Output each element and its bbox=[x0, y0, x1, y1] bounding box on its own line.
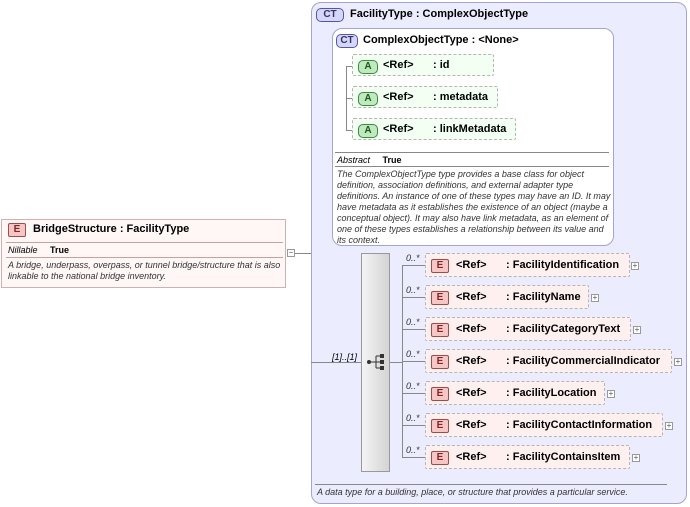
connector bbox=[390, 362, 402, 363]
attribute-badge: A bbox=[358, 92, 378, 106]
sequence-icon bbox=[367, 354, 384, 370]
expand-toggle[interactable]: + bbox=[665, 421, 673, 430]
element-ref: <Ref> bbox=[456, 355, 487, 367]
element-name: : FacilityCommercialIndicator bbox=[506, 355, 661, 367]
child-element-facility-category-text[interactable]: E <Ref> : FacilityCategoryText bbox=[425, 317, 631, 341]
child-element-facility-commercial-indicator[interactable]: E <Ref> : FacilityCommercialIndicator bbox=[425, 349, 672, 373]
element-badge: E bbox=[431, 419, 449, 433]
connector bbox=[402, 297, 425, 298]
root-element-documentation: A bridge, underpass, overpass, or tunnel… bbox=[8, 260, 281, 281]
facility-type-title: FacilityType : ComplexObjectType bbox=[350, 8, 529, 20]
attribute-name: : id bbox=[433, 59, 450, 71]
element-name: : FacilityLocation bbox=[506, 387, 597, 399]
connector bbox=[311, 362, 361, 363]
attribute-badge: A bbox=[358, 60, 378, 74]
attribute-metadata[interactable]: A <Ref> : metadata bbox=[352, 86, 498, 108]
connector bbox=[346, 130, 354, 131]
element-ref: <Ref> bbox=[456, 259, 487, 271]
divider bbox=[335, 152, 609, 153]
divider bbox=[6, 242, 283, 243]
sequence-compositor[interactable] bbox=[361, 253, 390, 472]
child-element-facility-location[interactable]: E <Ref> : FacilityLocation bbox=[425, 381, 605, 405]
element-badge: E bbox=[431, 451, 449, 465]
element-name: : FacilityContainsItem bbox=[506, 451, 621, 463]
root-element-title: BridgeStructure : FacilityType bbox=[33, 223, 190, 235]
connector bbox=[402, 361, 425, 362]
element-ref: <Ref> bbox=[456, 323, 487, 335]
facility-type-documentation: A data type for a building, place, or st… bbox=[317, 487, 628, 497]
complex-object-type-documentation: The ComplexObjectType type provides a ba… bbox=[337, 169, 611, 245]
element-badge: E bbox=[431, 291, 449, 305]
element-ref: <Ref> bbox=[456, 291, 487, 303]
complex-type-badge: CT bbox=[316, 8, 344, 22]
child-element-facility-identification[interactable]: E <Ref> : FacilityIdentification bbox=[425, 253, 630, 277]
connector bbox=[402, 265, 425, 266]
occurrence-label: 0..* bbox=[406, 445, 420, 455]
element-badge: E bbox=[431, 323, 449, 337]
sequence-cardinality: [1]..[1] bbox=[332, 352, 358, 362]
element-ref: <Ref> bbox=[456, 451, 487, 463]
child-element-facility-contact-information[interactable]: E <Ref> : FacilityContactInformation bbox=[425, 413, 663, 437]
attribute-name: : linkMetadata bbox=[433, 123, 507, 135]
attribute-ref: <Ref> bbox=[383, 91, 414, 103]
complex-type-badge: CT bbox=[336, 34, 358, 48]
occurrence-label: 0..* bbox=[406, 285, 420, 295]
expand-toggle[interactable]: + bbox=[674, 357, 682, 366]
connector bbox=[346, 66, 354, 67]
abstract-row: Abstract True bbox=[337, 155, 402, 165]
attribute-ref: <Ref> bbox=[383, 123, 414, 135]
element-name: : FacilityContactInformation bbox=[506, 419, 653, 431]
element-ref: <Ref> bbox=[456, 419, 487, 431]
nillable-row: Nillable True bbox=[8, 245, 70, 255]
expand-toggle[interactable]: + bbox=[633, 325, 641, 334]
occurrence-label: 0..* bbox=[406, 349, 420, 359]
connector bbox=[402, 393, 425, 394]
connector bbox=[402, 425, 425, 426]
divider bbox=[315, 484, 667, 485]
connector bbox=[402, 457, 425, 458]
divider bbox=[6, 257, 283, 258]
occurrence-label: 0..* bbox=[406, 253, 420, 263]
element-name: : FacilityCategoryText bbox=[506, 323, 621, 335]
occurrence-label: 0..* bbox=[406, 413, 420, 423]
element-badge: E bbox=[8, 223, 26, 237]
occurrence-label: 0..* bbox=[406, 381, 420, 391]
expand-toggle[interactable]: + bbox=[591, 293, 599, 302]
connector bbox=[346, 98, 354, 99]
expand-toggle[interactable]: + bbox=[607, 389, 615, 398]
divider bbox=[335, 166, 609, 167]
root-element-card[interactable]: E BridgeStructure : FacilityType Nillabl… bbox=[1, 219, 286, 288]
connector bbox=[295, 253, 311, 254]
element-badge: E bbox=[431, 355, 449, 369]
expand-toggle[interactable]: + bbox=[632, 453, 640, 462]
element-badge: E bbox=[431, 387, 449, 401]
attribute-link-metadata[interactable]: A <Ref> : linkMetadata bbox=[352, 118, 516, 140]
expand-toggle[interactable]: + bbox=[631, 261, 639, 270]
element-name: : FacilityName bbox=[506, 291, 581, 303]
element-badge: E bbox=[431, 259, 449, 273]
occurrence-label: 0..* bbox=[406, 317, 420, 327]
child-element-facility-name[interactable]: E <Ref> : FacilityName bbox=[425, 285, 589, 309]
attribute-id[interactable]: A <Ref> : id bbox=[352, 54, 494, 76]
complex-object-type-title: ComplexObjectType : <None> bbox=[363, 34, 519, 46]
connector bbox=[402, 329, 425, 330]
element-ref: <Ref> bbox=[456, 387, 487, 399]
attribute-badge: A bbox=[358, 124, 378, 138]
attribute-name: : metadata bbox=[433, 91, 489, 103]
collapse-toggle[interactable]: − bbox=[287, 248, 295, 257]
child-element-facility-contains-item[interactable]: E <Ref> : FacilityContainsItem bbox=[425, 445, 630, 469]
attribute-ref: <Ref> bbox=[383, 59, 414, 71]
element-name: : FacilityIdentification bbox=[506, 259, 620, 271]
